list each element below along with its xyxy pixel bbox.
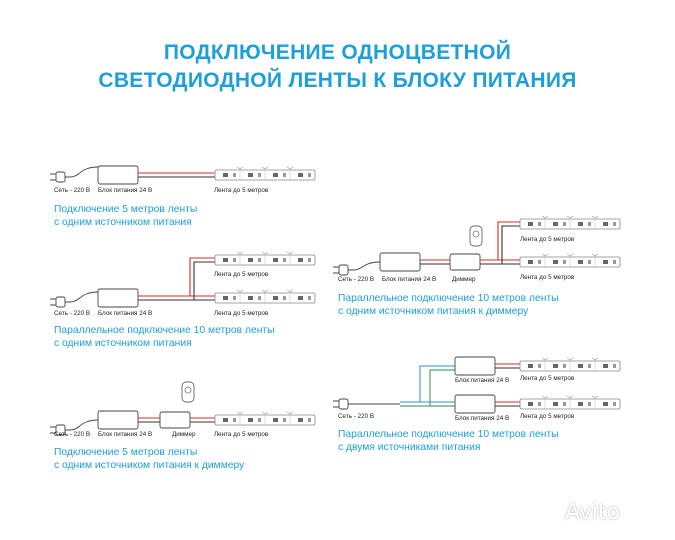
diagram-2: Лента до 5 метров Сеть - 220 В Блок пита… [49, 251, 316, 317]
plug-icon [332, 264, 354, 276]
plug-icon [49, 296, 71, 308]
caption-line: Параллельное подключение 10 метров ленты [338, 429, 559, 440]
psu-label: Блок питания 24 В [382, 276, 436, 283]
led-strip-icon [519, 357, 621, 372]
mains-label: Сеть - 220 В [54, 187, 90, 194]
dimmer-icon [159, 411, 191, 429]
caption-diagram-4: Параллельное подключение 10 метров ленты… [338, 292, 559, 318]
remote-control-icon [181, 381, 195, 403]
psu-label: Блок питания 24 В [455, 377, 509, 384]
caption-diagram-3: Подключение 5 метров ленты с одним источ… [54, 446, 244, 472]
plug-icon [49, 171, 71, 183]
power-supply-icon [454, 356, 496, 376]
led-strip-icon [214, 166, 316, 181]
psu-label: Блок питания 24 В [98, 431, 152, 438]
page-title-line-2: СВЕТОДИОДНОЙ ЛЕНТЫ К БЛОКУ ПИТАНИЯ [98, 69, 577, 92]
mains-label: Сеть - 220 В [54, 431, 90, 438]
caption-line: с одним источником питания [54, 217, 192, 228]
diagram-1: Сеть - 220 В Блок питания 24 В Лента до … [49, 165, 316, 194]
led-strip-icon [519, 253, 621, 268]
diagram-5: Блок питания 24 В Лента до 5 метров Блок… [332, 356, 621, 422]
strip-label: Лента до 5 метров [520, 375, 575, 382]
caption-diagram-1: Подключение 5 метров ленты с одним источ… [54, 203, 197, 229]
psu-label: Блок питания 24 В [98, 187, 152, 194]
caption-line: с одним источником питания к диммеру [54, 460, 245, 471]
power-supply-icon [97, 288, 139, 308]
dimmer-label: Диммер [172, 431, 196, 438]
strip-label: Лента до 5 метров [520, 236, 575, 243]
caption-diagram-5: Параллельное подключение 10 метров ленты… [338, 428, 559, 454]
mains-label: Сеть - 220 В [338, 276, 374, 283]
led-strip-icon [214, 411, 316, 426]
dimmer-label: Диммер [452, 276, 476, 283]
diagram-3: Сеть - 220 В Блок питания 24 В Диммер Ле… [49, 381, 316, 438]
caption-diagram-2: Параллельное подключение 10 метров ленты… [54, 324, 275, 350]
strip-label: Лента до 5 метров [214, 187, 269, 194]
mains-label: Сеть - 220 В [338, 413, 374, 420]
psu-label: Блок питания 24 В [455, 415, 509, 422]
strip-label: Лента до 5 метров [214, 310, 269, 317]
strip-label: Лента до 5 метров [520, 274, 575, 281]
caption-line: Подключение 5 метров ленты [54, 447, 198, 458]
led-strip-icon [214, 289, 316, 304]
strip-label: Лента до 5 метров [214, 431, 269, 438]
psu-label: Блок питания 24 В [98, 310, 152, 317]
caption-line: с одним источником питания [54, 338, 192, 349]
power-supply-icon [97, 410, 139, 430]
watermark: Avito [565, 500, 620, 525]
plug-icon [332, 398, 354, 410]
power-supply-icon [454, 394, 496, 414]
strip-label: Лента до 5 метров [214, 271, 269, 278]
power-supply-icon [379, 252, 421, 272]
dimmer-icon [449, 253, 481, 271]
caption-line: Параллельное подключение 10 метров ленты [338, 293, 559, 304]
caption-line: Параллельное подключение 10 метров ленты [54, 325, 275, 336]
diagram-4: Лента до 5 метров Лента до 5 метров Сеть… [332, 215, 621, 283]
caption-line: Подключение 5 метров ленты [54, 204, 198, 215]
strip-label: Лента до 5 метров [520, 413, 575, 420]
caption-line: с одним источником питания к диммеру [338, 306, 529, 317]
led-strip-icon [519, 395, 621, 410]
mains-label: Сеть - 220 В [54, 310, 90, 317]
led-strip-icon [214, 251, 316, 266]
caption-line: с двумя источниками питания [338, 442, 481, 453]
remote-control-icon [469, 225, 483, 247]
page-title-line-1: ПОДКЛЮЧЕНИЕ ОДНОЦВЕТНОЙ [163, 41, 512, 64]
led-strip-icon [519, 215, 621, 230]
power-supply-icon [97, 165, 139, 185]
